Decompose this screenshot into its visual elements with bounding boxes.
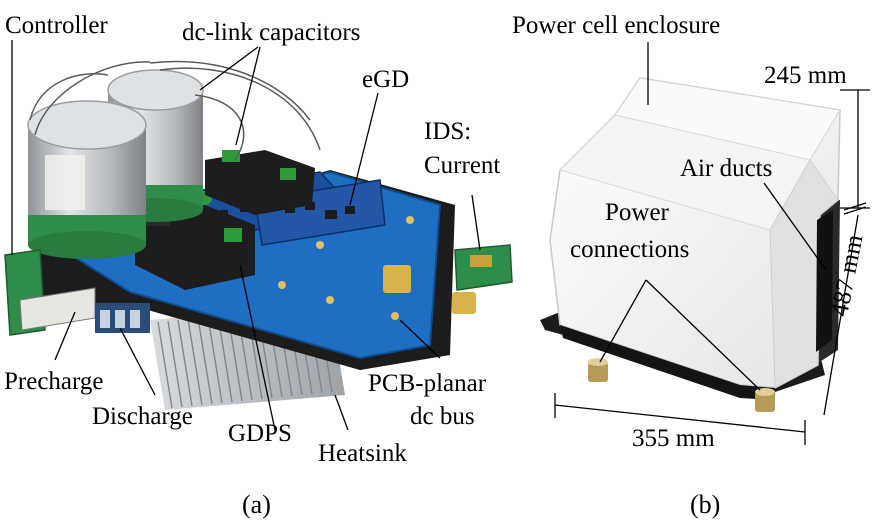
caption-b: (b) <box>690 490 721 519</box>
label-heatsink: Heatsink <box>318 440 407 467</box>
label-power-cell-enclosure: Power cell enclosure <box>512 12 721 39</box>
label-dc-bus: dc bus <box>410 403 475 430</box>
label-controller: Controller <box>5 12 108 39</box>
leader-lines-a <box>11 40 481 431</box>
gold-pad <box>452 292 476 314</box>
power-cell-photo <box>4 60 513 410</box>
ids-current-sensor <box>454 244 513 291</box>
power-connector-right <box>755 388 775 412</box>
gold-pad <box>383 265 411 293</box>
discharge-resistors <box>95 303 150 333</box>
label-pcb-planar: PCB-planar <box>368 370 487 397</box>
label-ids-1: IDS: <box>424 118 472 145</box>
dimension-lines-b <box>554 42 870 445</box>
gdps-module-2 <box>205 150 315 215</box>
dc-link-capacitor-front <box>27 100 147 259</box>
label-air-ducts: Air ducts <box>680 155 773 182</box>
power-cell-enclosure <box>540 77 841 412</box>
label-width-355: 355 mm <box>632 425 715 452</box>
label-height-245: 245 mm <box>764 62 847 89</box>
label-discharge: Discharge <box>92 403 193 430</box>
power-connector-left <box>588 358 608 382</box>
label-ids-2: Current <box>424 152 501 179</box>
caption-a: (a) <box>242 490 271 519</box>
label-connections: connections <box>570 236 690 263</box>
label-egd: eGD <box>362 66 410 93</box>
wires <box>29 60 321 161</box>
label-gdps: GDPS <box>228 420 292 447</box>
label-power: Power <box>605 199 669 226</box>
label-precharge: Precharge <box>4 368 104 395</box>
label-dc-link-capacitors: dc-link capacitors <box>182 19 361 46</box>
